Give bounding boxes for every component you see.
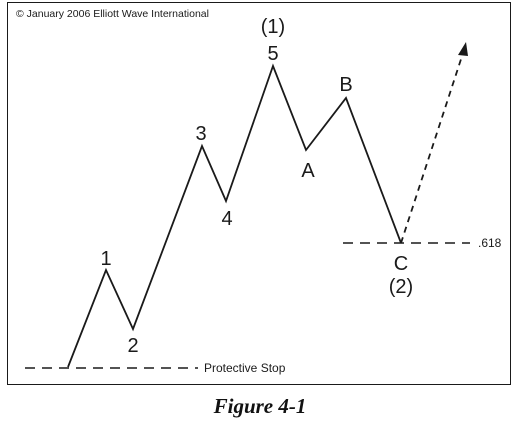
projection-arrowhead	[458, 42, 468, 56]
wave-label-3: 3	[195, 123, 206, 145]
projected-wave-line	[400, 49, 465, 244]
figure-caption: Figure 4-1	[213, 394, 307, 418]
wave-label-2: 2	[127, 335, 138, 357]
wave-label-5: 5	[267, 43, 278, 65]
wave-label-b: B	[339, 74, 352, 96]
wave-degree-label-2: (2)	[389, 276, 413, 298]
figure-frame	[7, 2, 511, 385]
protective-stop-label: Protective Stop	[204, 361, 286, 375]
wave-label-4: 4	[221, 208, 232, 230]
copyright-notice: © January 2006 Elliott Wave Internationa…	[16, 8, 209, 20]
wave-label-c: C	[394, 253, 408, 275]
wave-label-a: A	[301, 160, 315, 182]
wave-degree-label-1: (1)	[261, 16, 285, 38]
elliott-wave-diagram: 1 2 3 4 5 (1) A B C (2) Protective Stop …	[25, 16, 502, 375]
wave-path	[67, 63, 402, 368]
wave-label-1: 1	[100, 248, 111, 270]
retracement-label: .618	[478, 236, 502, 250]
